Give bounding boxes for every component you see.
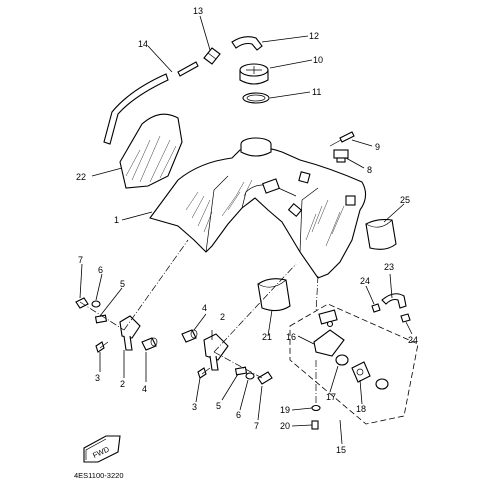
cap-gasket [242,92,270,104]
callout-1: 1 [114,215,119,225]
left-fuel-cock [119,315,141,351]
callout-15: 15 [336,445,346,455]
fwd-arrow-icon: FWD [83,435,121,463]
left-washer-6 [91,300,101,308]
bolt-9 [329,131,355,147]
callout-3-left: 3 [95,373,100,383]
callout-7-right: 7 [254,421,259,431]
callout-16: 16 [286,332,296,342]
cover-25 [365,218,397,250]
right-collar-5 [234,366,248,376]
left-spacer-4 [141,337,158,351]
callout-2-left: 2 [120,379,125,389]
right-washer-6 [245,372,255,380]
callout-8: 8 [367,165,372,175]
callout-7-left: 7 [78,255,83,265]
callout-5-right: 5 [216,401,221,411]
callout-6-right: 6 [236,410,241,420]
callout-22: 22 [76,172,86,182]
callout-20: 20 [280,421,290,431]
callout-12: 12 [309,31,319,41]
fuel-cock-assembly [289,303,419,430]
leader-lines [79,15,413,445]
clip-24-left [371,303,381,313]
callout-18: 18 [356,404,366,414]
callout-21: 21 [262,332,272,342]
callout-17: 17 [326,392,336,402]
left-assembly-line [79,239,189,331]
fuel-hose-23 [381,293,407,309]
callout-4-right: 4 [202,303,207,313]
callout-23: 23 [384,262,394,272]
right-screw-3 [197,367,211,379]
callout-24-right: 24 [408,335,418,345]
breather-fitting-13 [203,47,221,65]
fuel-tank [149,137,367,279]
callout-14: 14 [138,39,148,49]
callout-25: 25 [400,195,410,205]
right-fuel-cock [203,333,229,371]
callout-10: 10 [313,55,323,65]
callout-3-right: 3 [192,402,197,412]
callout-19: 19 [280,405,290,415]
callout-labels: 1 2 2 3 3 4 4 5 5 6 6 7 7 8 9 10 11 12 1… [76,6,418,455]
filler-cap [239,63,269,85]
callout-2-right: 2 [220,312,225,322]
callout-11: 11 [312,87,321,97]
right-assembly-line [213,263,297,379]
drawing-code: 4ES1100-3220 [74,471,124,480]
clip-24-right [400,313,411,323]
breather-hose-12 [231,36,263,51]
breather-hose-14 [103,61,199,145]
left-screw-3 [95,341,109,353]
callout-6-left: 6 [98,265,103,275]
callout-9: 9 [375,142,380,152]
callout-24-left: 24 [360,276,370,286]
callout-4-left: 4 [142,384,147,394]
callout-5-left: 5 [120,279,125,289]
right-bolt-7 [257,371,273,385]
right-spacer-4 [181,329,198,343]
cock-15-assembly-line [315,275,319,313]
tank-pad-22 [119,113,183,189]
damper-8 [333,149,349,163]
callout-13: 13 [193,6,203,16]
left-collar-5 [94,314,108,324]
cover-21 [257,278,291,312]
